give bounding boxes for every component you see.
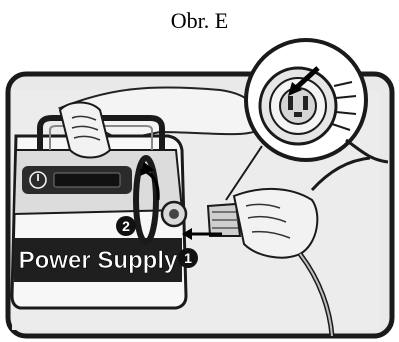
step-number-2: 2 xyxy=(122,218,130,234)
step-number-1: 1 xyxy=(184,250,192,266)
connector-face xyxy=(280,88,316,124)
connector-pin-left xyxy=(288,96,293,110)
connector-key xyxy=(294,112,302,117)
connector-pin-right xyxy=(303,96,308,110)
device-label: Power Supply xyxy=(19,247,178,274)
right-hand xyxy=(234,189,317,258)
display-window xyxy=(54,173,120,187)
